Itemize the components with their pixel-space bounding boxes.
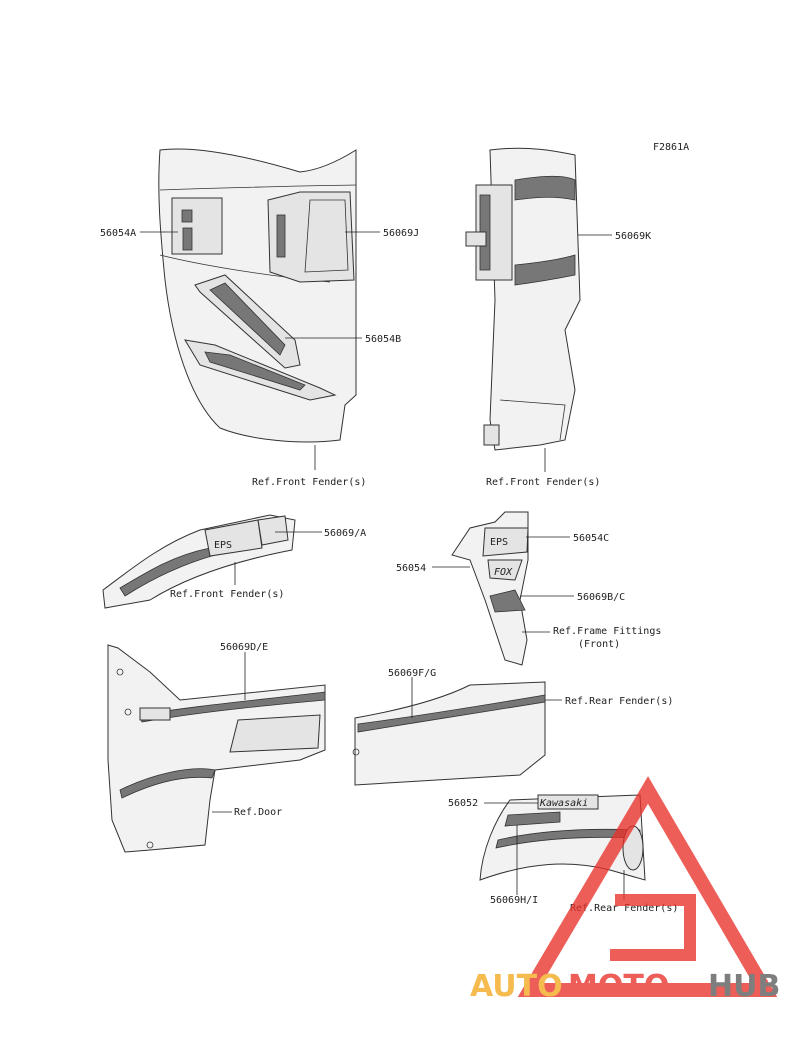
door-panel [107, 644, 326, 853]
decal-fox: FOX [494, 567, 513, 578]
label-ref-frame-fittings-2: (Front) [578, 639, 620, 650]
label-56054B: 56054B [365, 334, 401, 345]
label-56069K: 56069K [615, 231, 651, 242]
watermark-moto: MOTO [568, 969, 669, 1004]
decal-kawasaki: Kawasaki [539, 798, 588, 809]
label-ref-rear-fender-1: Ref.Rear Fender(s) [565, 696, 673, 707]
watermark-logo: AUTO MOTO HUB [470, 776, 780, 1004]
decal-eps-2: EPS [490, 537, 508, 548]
label-56069FG: 56069F/G [388, 668, 436, 679]
front-fender-lower-view [102, 514, 296, 609]
label-ref-door: Ref.Door [234, 807, 282, 818]
figure-code: F2861A [653, 142, 689, 153]
decal-56054A-shape [171, 197, 223, 255]
label-56054A: 56054A [100, 228, 136, 239]
decal-56069J-shape [267, 191, 355, 283]
label-56069J: 56069J [383, 228, 419, 239]
label-56052: 56052 [448, 798, 478, 809]
decal-kawasaki-shape [537, 794, 599, 810]
label-56054: 56054 [396, 563, 426, 574]
label-56069DE: 56069D/E [220, 642, 268, 653]
label-56069HI: 56069H/I [490, 895, 538, 906]
decal-eps-1-shape [204, 519, 263, 557]
frame-fitting-front [451, 511, 529, 666]
rear-fender-panel [352, 681, 546, 786]
decal-56069DE-shape [139, 691, 326, 723]
label-56069A: 56069/A [324, 528, 366, 539]
label-ref-rear-fender-2: Ref.Rear Fender(s) [570, 903, 678, 914]
label-ref-front-fender-2: Ref.Front Fender(s) [486, 477, 600, 488]
decal-56054C-shape [482, 527, 529, 557]
front-fender-side-view [465, 147, 581, 451]
label-ref-front-fender-1: Ref.Front Fender(s) [252, 477, 366, 488]
label-ref-front-fender-3: Ref.Front Fender(s) [170, 589, 284, 600]
front-fender-left-view [158, 148, 357, 443]
label-56069BC: 56069B/C [577, 592, 625, 603]
decal-56069FG-shape [357, 694, 546, 733]
watermark-hub: HUB [708, 969, 780, 1004]
decal-eps-1: EPS [214, 540, 232, 551]
label-56054C: 56054C [573, 533, 609, 544]
watermark-auto: AUTO [470, 969, 563, 1004]
decal-fox-shape [487, 559, 523, 581]
label-ref-frame-fittings-1: Ref.Frame Fittings [553, 626, 661, 637]
